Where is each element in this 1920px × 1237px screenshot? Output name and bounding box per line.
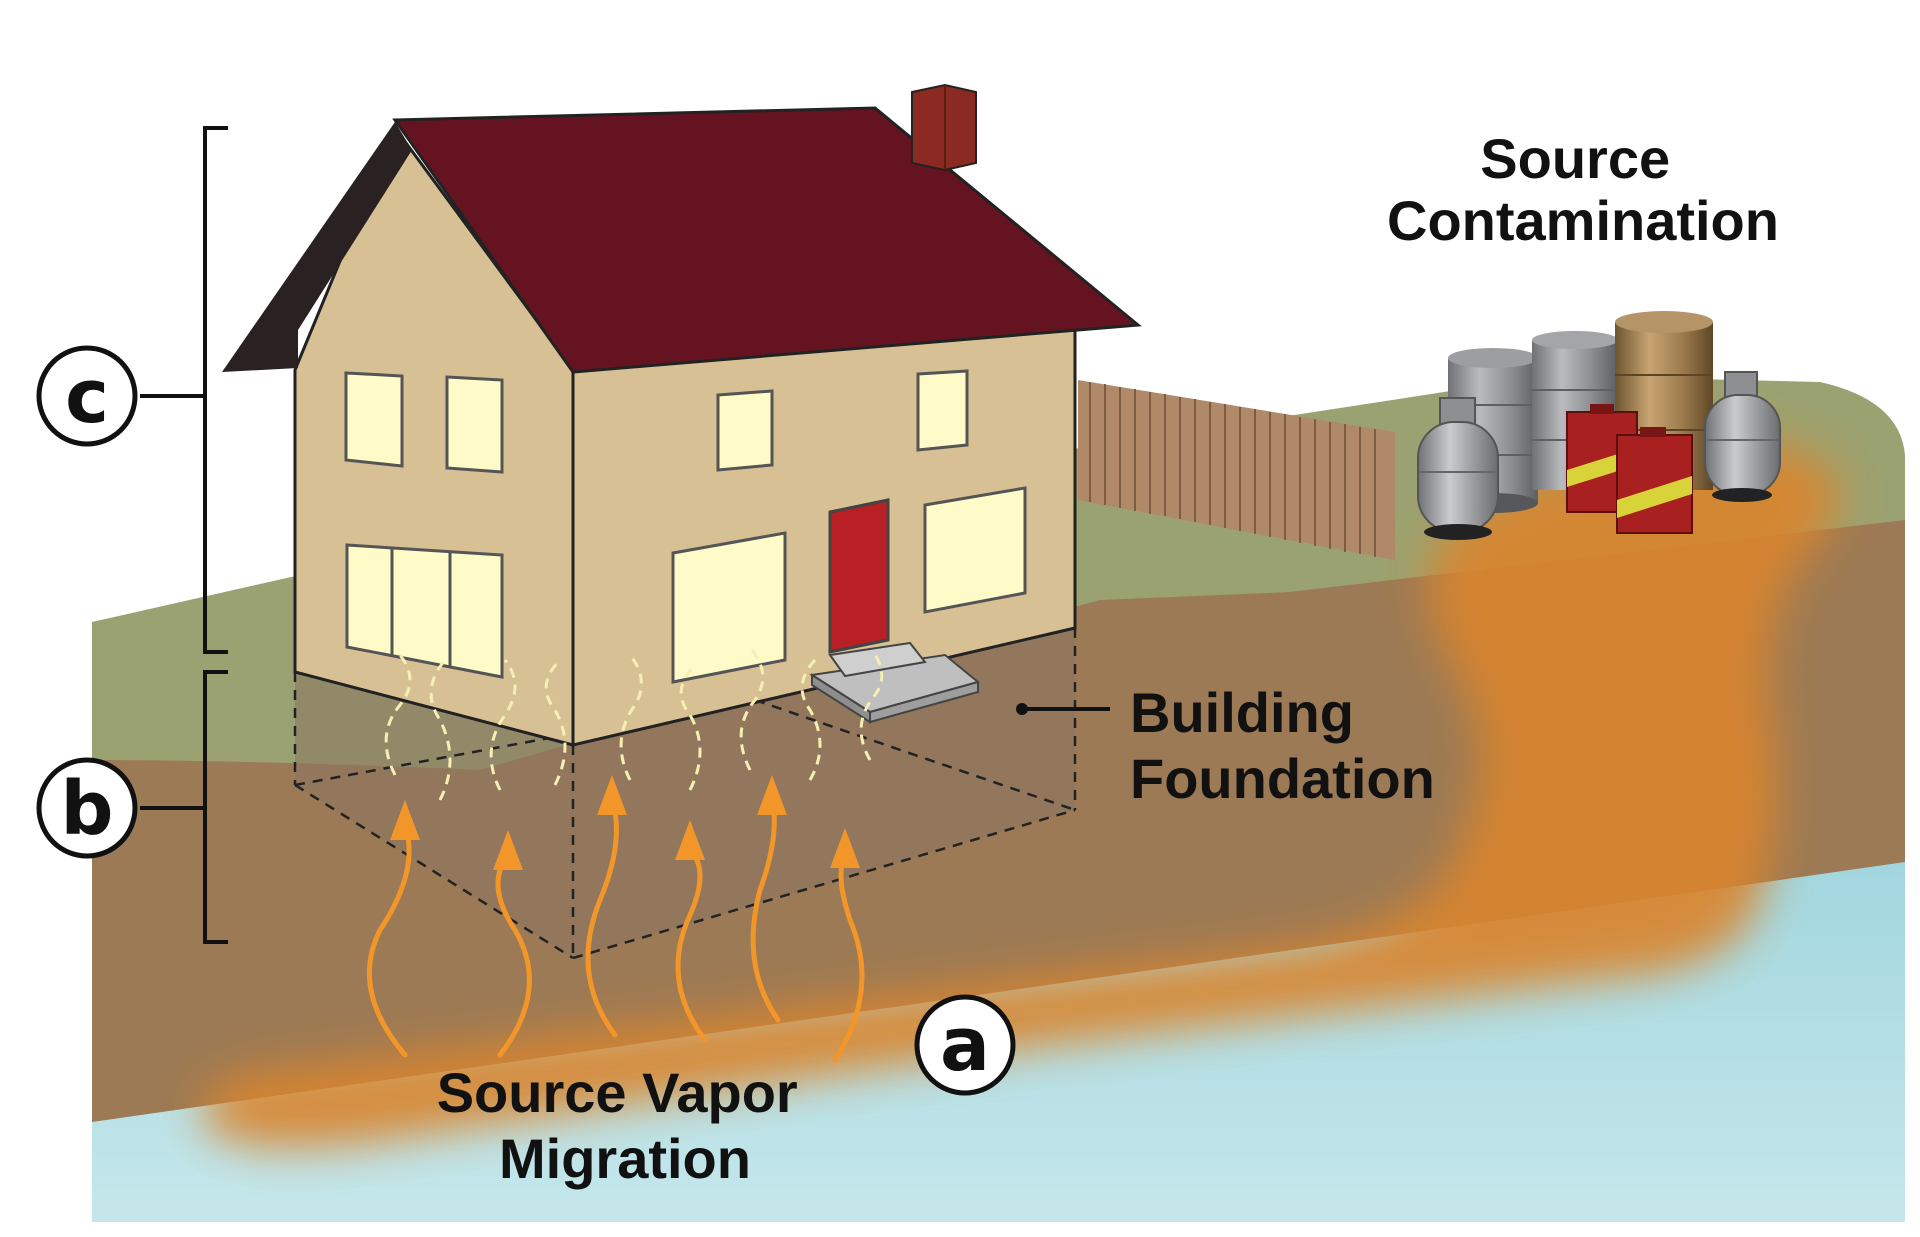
- window: [671, 531, 787, 684]
- window: [716, 389, 774, 472]
- marker-c-text: c: [65, 354, 109, 440]
- gas-can-icon: [1616, 427, 1693, 534]
- vapor-arrow-icon: [750, 797, 781, 1023]
- front-steps: [809, 641, 981, 724]
- source-contamination-line2: Contamination: [1387, 189, 1779, 252]
- building-foundation-line2: Foundation: [1130, 747, 1435, 810]
- source-vapor-migration-line1: Source Vapor: [437, 1061, 798, 1124]
- vapor-wisps: [384, 649, 884, 801]
- propane-tank-icon: [1704, 371, 1781, 502]
- building-foundation-label: Building Foundation: [1130, 681, 1435, 810]
- source-contamination-label: Source Contamination: [1387, 127, 1779, 252]
- vapor-arrow-icon: [675, 847, 708, 1043]
- door: [828, 498, 890, 654]
- building-foundation-line1: Building: [1130, 681, 1354, 744]
- window: [916, 369, 969, 452]
- source-contamination-line1: Source: [1480, 127, 1670, 190]
- vapor-arrow-icon: [585, 797, 619, 1038]
- roof: [392, 106, 1142, 374]
- vapor-arrows: [366, 797, 865, 1063]
- source-vapor-migration-label: Source Vapor Migration: [437, 1061, 814, 1190]
- window: [445, 375, 504, 474]
- marker-a: a: [914, 994, 1016, 1096]
- vapor-arrowheads: [390, 775, 860, 870]
- marker-c: c: [36, 345, 138, 447]
- marker-b: b: [36, 757, 138, 859]
- source-containers: [1417, 311, 1781, 540]
- fence-icon: [1078, 380, 1395, 560]
- window: [923, 486, 1027, 614]
- building-foundation-callout: [1016, 703, 1110, 715]
- source-vapor-migration-line2: Migration: [499, 1127, 751, 1190]
- bracket-c: [140, 126, 228, 654]
- vapor-arrow-icon: [495, 852, 532, 1058]
- house-icon: [222, 83, 1142, 747]
- vapor-arrow-icon: [832, 852, 865, 1063]
- bracket-b: [140, 670, 228, 944]
- marker-b-text: b: [61, 766, 114, 852]
- marker-a-text: a: [940, 1002, 990, 1088]
- propane-tank-icon: [1417, 397, 1499, 540]
- vapor-arrow-icon: [366, 822, 412, 1058]
- window: [344, 371, 404, 468]
